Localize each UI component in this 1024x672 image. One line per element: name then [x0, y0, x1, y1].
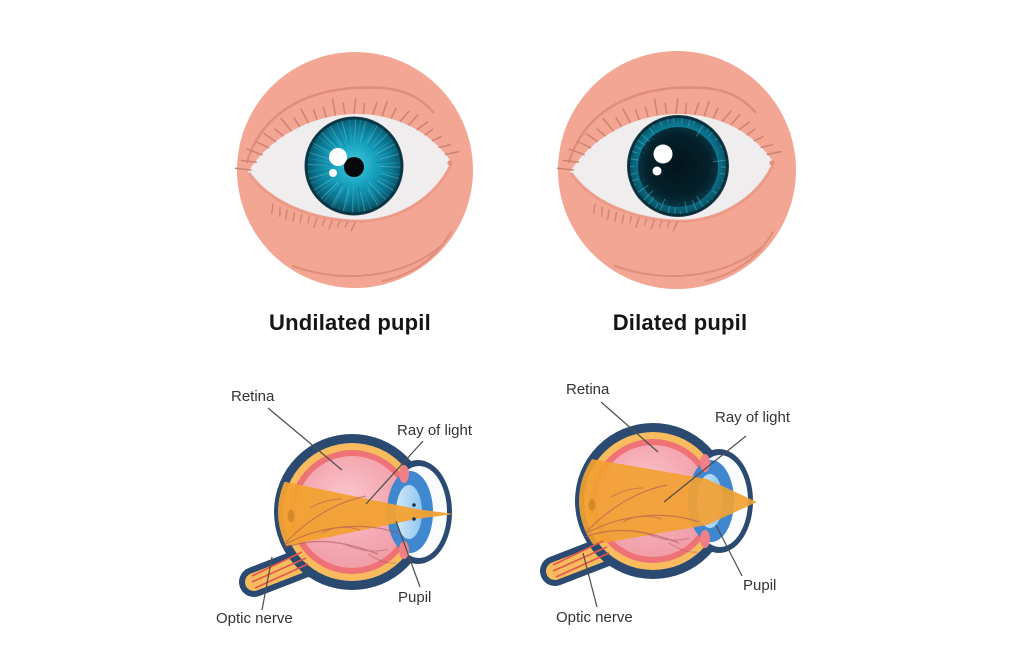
undilated-eye-illustration	[234, 52, 473, 288]
label-ray-of-light-right: Ray of light	[715, 409, 791, 426]
nerve-fiber	[251, 557, 307, 583]
iris-texture	[306, 118, 402, 214]
ray-of-light-leader-right	[663, 435, 747, 503]
iris-tip	[399, 541, 409, 559]
dilated-eye-illustration	[556, 51, 796, 289]
optic-disc	[287, 510, 295, 522]
lower-lid-edge	[569, 164, 775, 223]
upper-eyelashes	[234, 98, 460, 171]
eye-corner	[769, 160, 775, 166]
optic-nerve-leader-right	[582, 552, 598, 608]
cheek-crease	[382, 231, 452, 282]
brow-crease	[567, 86, 757, 164]
retina-leader-right	[600, 401, 659, 453]
label-retina-left: Retina	[231, 388, 275, 405]
iris-rim	[627, 115, 729, 217]
eye-highlight-small	[329, 169, 337, 177]
undilated-eye-cross-section	[239, 434, 454, 597]
cheek-crease	[614, 245, 764, 278]
iris-rim	[304, 116, 404, 216]
lower-eyelashes	[593, 203, 686, 232]
upper-eyelashes	[556, 98, 782, 171]
pupil-aperture-edge	[412, 503, 416, 507]
eye-highlight	[653, 144, 673, 164]
iris-tip	[700, 530, 710, 548]
large-pupil	[638, 127, 718, 207]
label-retina-right: Retina	[566, 381, 610, 398]
retinal-vessels	[584, 484, 700, 553]
brow-crease	[245, 86, 435, 164]
eye-highlight	[329, 148, 347, 166]
label-optic-nerve-right: Optic nerve	[556, 609, 633, 626]
pupil-leader-right	[715, 524, 743, 577]
small-pupil	[344, 157, 364, 177]
optic-nerve-leader-left	[261, 556, 273, 611]
cheek-crease	[292, 245, 442, 278]
nerve-fiber	[552, 546, 608, 572]
retinal-vessels	[283, 495, 399, 564]
retina-leader-left	[267, 407, 343, 471]
label-pupil-left: Pupil	[398, 589, 432, 606]
undilated-pupil-heading: Undilated pupil	[269, 310, 431, 335]
cheek-crease	[704, 231, 774, 282]
ray-of-light-leader-left	[365, 440, 424, 505]
nerve-fiber	[555, 552, 610, 578]
eye-corner	[447, 160, 453, 166]
iris-tip	[399, 465, 409, 483]
nerve-fiber	[552, 540, 604, 566]
label-optic-nerve-left: Optic nerve	[216, 610, 293, 627]
nerve-fiber	[254, 563, 309, 589]
lower-lid-edge	[247, 164, 453, 223]
label-pupil-right: Pupil	[743, 577, 777, 594]
optic-disc	[588, 499, 596, 511]
lower-eyelashes	[271, 203, 364, 232]
dilated-eye-cross-section	[540, 423, 757, 586]
nerve-fiber	[251, 551, 303, 577]
wide-light-ray	[579, 453, 757, 551]
leader-lines	[261, 401, 747, 611]
pupil-aperture-edge	[412, 517, 416, 521]
dilated-pupil-heading: Dilated pupil	[612, 310, 748, 335]
label-ray-of-light-left: Ray of light	[397, 422, 473, 439]
eye-highlight-small	[652, 166, 662, 176]
pupil-leader-left	[395, 520, 421, 588]
